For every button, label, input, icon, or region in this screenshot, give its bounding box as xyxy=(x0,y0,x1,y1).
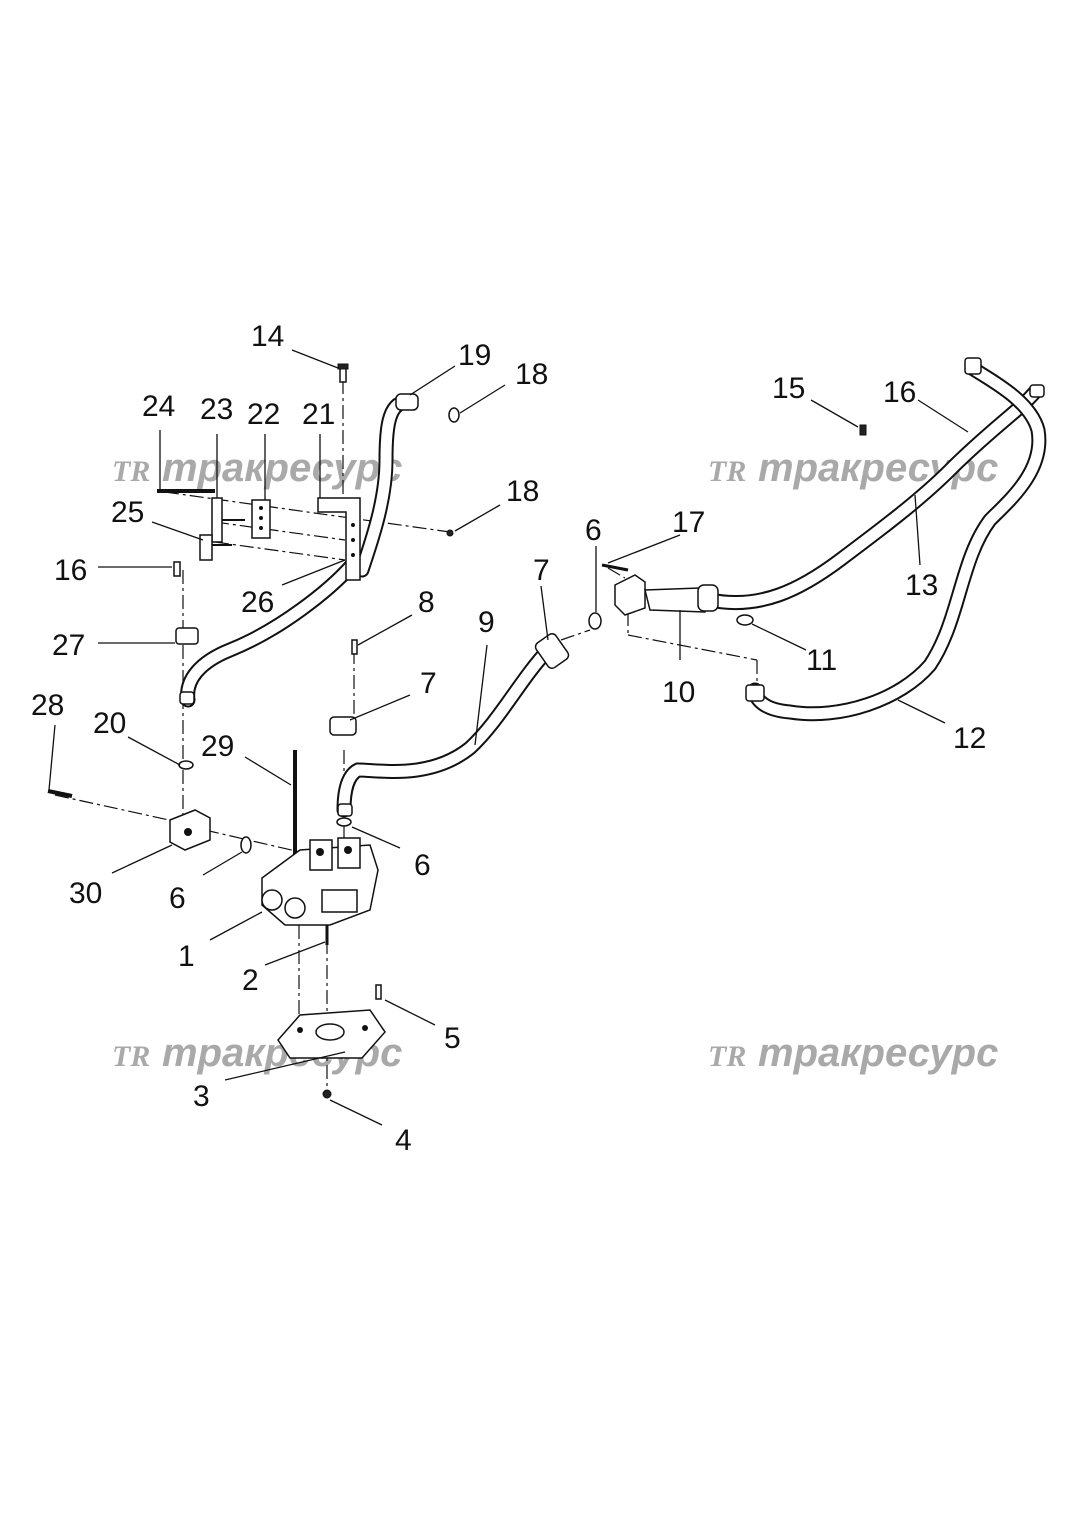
part-1-control-valve xyxy=(261,837,379,926)
part-25-clamp xyxy=(199,534,232,561)
callout-16-left: 16 xyxy=(54,554,87,587)
callout-20: 14 xyxy=(251,320,284,353)
callout-18-lower: 20 xyxy=(93,707,126,740)
part-20-bolt xyxy=(337,363,349,383)
callout-5: 5 xyxy=(444,1022,461,1055)
part-19-elbow-fitting xyxy=(395,393,419,411)
callout-9: 9 xyxy=(478,606,495,639)
callout-labels: 14 19 18 24 23 22 21 25 18 16 26 27 8 7 … xyxy=(31,320,986,1157)
part-18-oring xyxy=(448,407,460,423)
hose-end-fittings xyxy=(179,357,1045,817)
part-3-mounting-plate xyxy=(277,1009,386,1059)
part-6-oring-mid xyxy=(336,817,352,827)
watermark-text: тракресурс xyxy=(758,1031,998,1075)
part-28-bolt xyxy=(47,789,73,798)
part-4-nut xyxy=(322,1089,332,1099)
hose-13 xyxy=(702,384,1043,611)
callout-25: 25 xyxy=(111,496,144,529)
callout-4: 4 xyxy=(395,1124,412,1157)
callout-22: 22 xyxy=(247,398,280,431)
part-18-oring-lower xyxy=(178,760,194,770)
part-16-bolt-right xyxy=(601,563,629,572)
part-8-bolt xyxy=(351,639,358,655)
part-5-bolt xyxy=(375,984,382,1000)
callout-6-left: 6 xyxy=(169,882,186,915)
callout-14: 16 xyxy=(883,376,916,409)
callout-1: 1 xyxy=(178,940,195,973)
part-22-clamp-block xyxy=(251,499,271,539)
callout-6-mid: 6 xyxy=(414,849,431,882)
callout-6-right: 6 xyxy=(585,514,602,547)
callout-24: 24 xyxy=(142,390,175,423)
hose-26 xyxy=(180,557,360,708)
callout-26: 26 xyxy=(241,586,274,619)
watermark-logo: TR xyxy=(112,1040,150,1073)
part-23-bracket xyxy=(211,497,245,543)
hose-19 xyxy=(354,394,413,578)
callout-27: 27 xyxy=(52,629,85,662)
callout-17: 18 xyxy=(506,475,539,508)
hose-12 xyxy=(747,360,1047,722)
part-6-oring-right xyxy=(588,612,602,630)
callout-3: 3 xyxy=(193,1080,210,1113)
callout-13: 13 xyxy=(905,569,938,602)
part-16-bolt xyxy=(173,561,181,577)
part-27-clamp xyxy=(175,627,199,645)
part-6-oring-left xyxy=(240,836,252,854)
callout-28: 28 xyxy=(31,689,64,722)
part-17-nut xyxy=(446,529,454,537)
callout-10: 10 xyxy=(662,676,695,709)
callout-15: 15 xyxy=(772,372,805,405)
watermark-logo: TR xyxy=(708,455,746,488)
callout-23: 23 xyxy=(200,393,233,426)
callout-7-left: 7 xyxy=(420,667,437,700)
callout-16-right: 17 xyxy=(672,506,705,539)
watermark-bottom-right: TR тракресурс xyxy=(708,1031,998,1075)
callout-7-right: 7 xyxy=(533,554,550,587)
watermark-text: тракресурс xyxy=(162,446,402,490)
part-7-clamp-right xyxy=(534,633,570,669)
leader-lines xyxy=(48,349,969,1126)
callout-8: 8 xyxy=(418,586,435,619)
part-11-oring xyxy=(736,614,754,626)
callout-18: 18 xyxy=(515,358,548,391)
callout-11: 11 xyxy=(806,644,837,677)
part-30-block xyxy=(169,809,211,851)
part-10-tube-adapter xyxy=(614,574,719,616)
callout-21: 21 xyxy=(302,398,335,431)
part-7-clamp-left xyxy=(329,716,357,736)
part-21-bracket xyxy=(317,497,361,581)
callout-19: 19 xyxy=(458,339,491,372)
hose-9 xyxy=(336,642,556,818)
callout-2: 2 xyxy=(242,964,259,997)
watermark-logo: TR xyxy=(112,455,150,488)
callout-30: 30 xyxy=(69,877,102,910)
watermark-top-left: TR тракресурс xyxy=(112,446,402,490)
callout-29: 29 xyxy=(201,730,234,763)
part-15-bolt xyxy=(859,424,867,436)
callout-12: 12 xyxy=(953,722,986,755)
watermark-logo: TR xyxy=(708,1040,746,1073)
